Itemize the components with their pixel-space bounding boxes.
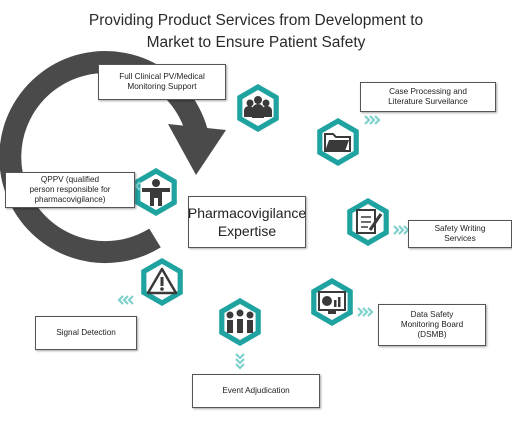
service-label-line: Monitoring Support [127,82,197,91]
cycle-arrowhead [168,124,226,175]
title-line-2: Market to Ensure Patient Safety [146,34,366,51]
service-label-line: Full Clinical PV/Medical [119,72,205,81]
center-expertise-box: Pharmacovigilance Expertise [188,196,306,248]
group-people-icon [244,96,272,118]
person-icon [142,179,170,206]
service-box-signal: Signal Detection [35,316,137,350]
service-label-line: Literature Surveilance [388,97,468,106]
service-label-line: Monitoring Board [400,320,464,329]
page-title: Providing Product Services from Developm… [0,10,512,54]
chevron-arrow-icon [357,307,374,317]
center-line-1: Pharmacovigilance [187,205,307,221]
service-label-line: Safety Writing [434,224,486,233]
service-label-line: person responsible for [29,185,111,194]
service-label: Signal Detection [56,328,116,338]
service-label-line: (DSMB) [417,330,447,339]
service-label-line: Signal Detection [56,328,116,337]
center-line-2: Expertise [217,223,277,239]
folder-icon [324,133,351,152]
service-label-line: Case Processing and [389,87,467,96]
three-people-icon [226,309,254,333]
chevron-arrow-icon [393,225,410,235]
warning-icon [146,267,178,295]
chart-monitor-icon [318,291,346,314]
notepad-pen-icon [356,209,383,234]
service-label-line: Data Safety [410,310,454,319]
title-line-1: Providing Product Services from Developm… [88,12,424,29]
chevron-arrow-icon [235,353,245,370]
service-box-event: Event Adjudication [192,374,320,408]
service-label-line: Event Adjudication [222,386,290,395]
service-label-line: Services [444,234,476,243]
service-label-line: pharmacovigilance) [34,195,106,204]
service-label-line: QPPV (qualified [40,175,100,184]
service-label: Event Adjudication [222,386,289,396]
chevron-arrow-icon [117,295,134,305]
chevron-arrow-icon [364,115,381,125]
